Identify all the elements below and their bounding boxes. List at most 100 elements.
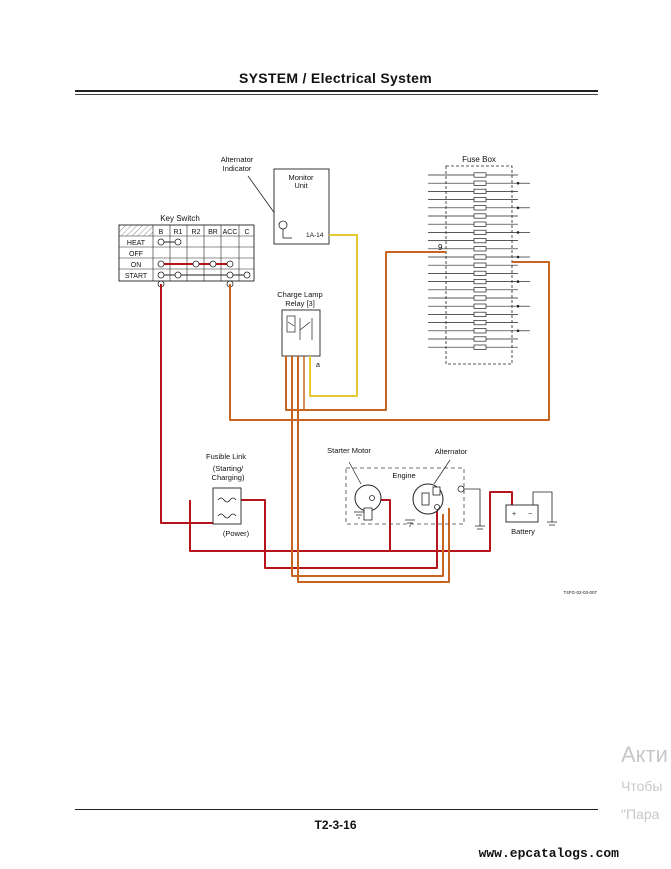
relay-box xyxy=(281,309,321,357)
figure-code: T4FG-02-03-007 xyxy=(563,590,597,595)
page-number: T2-3-16 xyxy=(314,818,357,832)
charge-lamp-relay: Charge Lamp Relay [3] a xyxy=(277,290,322,369)
wire-red-battery xyxy=(390,491,513,552)
battery-ground-wire xyxy=(532,491,553,522)
activation-watermark-title: Акти xyxy=(621,742,668,767)
battery-icon xyxy=(505,504,539,523)
key-switch-corner-hatch xyxy=(119,225,153,236)
fuse-row xyxy=(428,172,518,178)
alternator-regulator-icon xyxy=(421,492,430,506)
site-url[interactable]: www.epcatalogs.com xyxy=(478,846,619,861)
starter-ground-icon xyxy=(354,511,364,519)
fusible-link-box xyxy=(212,487,242,525)
battery: + − Battery xyxy=(505,491,557,536)
ks-col-c: C xyxy=(244,229,249,236)
header-rule-thin xyxy=(75,94,598,95)
fuse-row xyxy=(428,336,518,342)
alternator-ground-icon xyxy=(405,519,415,527)
fuse-number-label: 9 xyxy=(438,243,443,252)
fuse-icon xyxy=(473,197,487,203)
fuse-icon xyxy=(473,311,487,317)
battery-plus: + xyxy=(512,511,516,518)
fuse-icon xyxy=(473,229,487,235)
battery-minus: − xyxy=(528,511,532,518)
fuse-icon xyxy=(473,270,487,276)
wire-yellow-indicator xyxy=(309,234,358,397)
fuse-row xyxy=(428,303,530,309)
relay-terminal-label: a xyxy=(316,362,320,369)
ks-contacts xyxy=(157,238,251,288)
page-title: SYSTEM / Electrical System xyxy=(239,70,432,86)
ks-col-r2: R2 xyxy=(192,229,201,236)
relay-label-2: Relay [3] xyxy=(285,299,315,308)
monitor-unit: Alternator Indicator Monitor Unit 1A-14 xyxy=(221,155,330,245)
fuse-icon xyxy=(473,246,487,252)
fuse-icon xyxy=(473,254,487,260)
indicator-leader-line xyxy=(247,175,279,219)
fuse-icon xyxy=(473,172,487,178)
wire-red-alt xyxy=(241,499,438,569)
fuse-icon xyxy=(473,287,487,293)
footer-rule xyxy=(75,809,598,810)
fuse-box: Fuse Box 9 xyxy=(428,155,530,365)
engine-label: Engine xyxy=(392,471,415,480)
alternator-terminal-b xyxy=(432,486,441,496)
ks-col-acc: ACC xyxy=(223,229,238,236)
fuse-row xyxy=(428,344,518,350)
wire-orange-acc xyxy=(229,261,550,421)
ks-col-b: B xyxy=(159,229,164,236)
fuse-row xyxy=(428,311,518,317)
starter-motor-icon xyxy=(354,484,382,512)
wire-orange-fuse9 xyxy=(285,251,446,411)
fuse-row xyxy=(428,279,530,285)
alternator-indicator-label-1: Alternator xyxy=(221,155,254,164)
wire-orange-alt2 xyxy=(297,356,450,583)
ks-row-heat: HEAT xyxy=(127,240,146,247)
starter-leader xyxy=(348,461,362,485)
ks-col-r1: R1 xyxy=(174,229,183,236)
relay-coil-icon xyxy=(286,315,296,333)
fuse-icon xyxy=(473,188,487,194)
fuse-icon xyxy=(473,295,487,301)
fuse-icon xyxy=(473,328,487,334)
fuse-row xyxy=(428,246,518,252)
wire-red-keyb xyxy=(160,284,213,524)
fuse-row xyxy=(428,254,530,260)
fuse-icon xyxy=(473,320,487,326)
engine-ground-icon xyxy=(475,525,485,530)
alternator-indicator-label-2: Indicator xyxy=(223,164,252,173)
fusible-link-label-3: Charging) xyxy=(212,473,245,482)
fuse-icon xyxy=(473,279,487,285)
starter-terminal xyxy=(369,495,375,501)
monitor-unit-label-1: Monitor xyxy=(288,173,314,182)
fuse-icon xyxy=(473,336,487,342)
fuse-icon xyxy=(473,344,487,350)
fusible-link-element-icon-2 xyxy=(217,513,237,519)
engine-group: Starter Motor Alternator Engine xyxy=(327,446,485,530)
fuse-row xyxy=(428,328,530,334)
fuse-row xyxy=(428,238,518,244)
fuse-icon xyxy=(473,262,487,268)
engine-ground-wire xyxy=(464,488,481,526)
activation-watermark-line: Чтобы xyxy=(621,778,663,794)
starter-motor-label: Starter Motor xyxy=(327,446,371,455)
ks-row-on: ON xyxy=(131,262,142,269)
fuse-rows xyxy=(428,172,530,350)
header-rule xyxy=(75,90,598,92)
fuse-icon xyxy=(473,238,487,244)
key-switch: Key Switch B R1 R2 BR ACC C HEAT OFF ON … xyxy=(118,214,255,288)
fuse-icon xyxy=(473,303,487,309)
fuse-row xyxy=(428,320,518,326)
fuse-box-label: Fuse Box xyxy=(462,155,496,164)
fuse-row xyxy=(428,262,518,268)
fusible-link-label-1: Fusible Link xyxy=(206,452,246,461)
fusible-link-power-label: (Power) xyxy=(223,529,250,538)
alternator-label: Alternator xyxy=(435,447,468,456)
starter-solenoid-icon xyxy=(363,507,373,521)
ks-col-br: BR xyxy=(208,229,218,236)
fuse-row xyxy=(428,295,518,301)
fuse-icon xyxy=(473,221,487,227)
ks-row-off: OFF xyxy=(129,251,143,258)
monitor-unit-label-2: Unit xyxy=(294,181,308,190)
fuse-icon xyxy=(473,213,487,219)
